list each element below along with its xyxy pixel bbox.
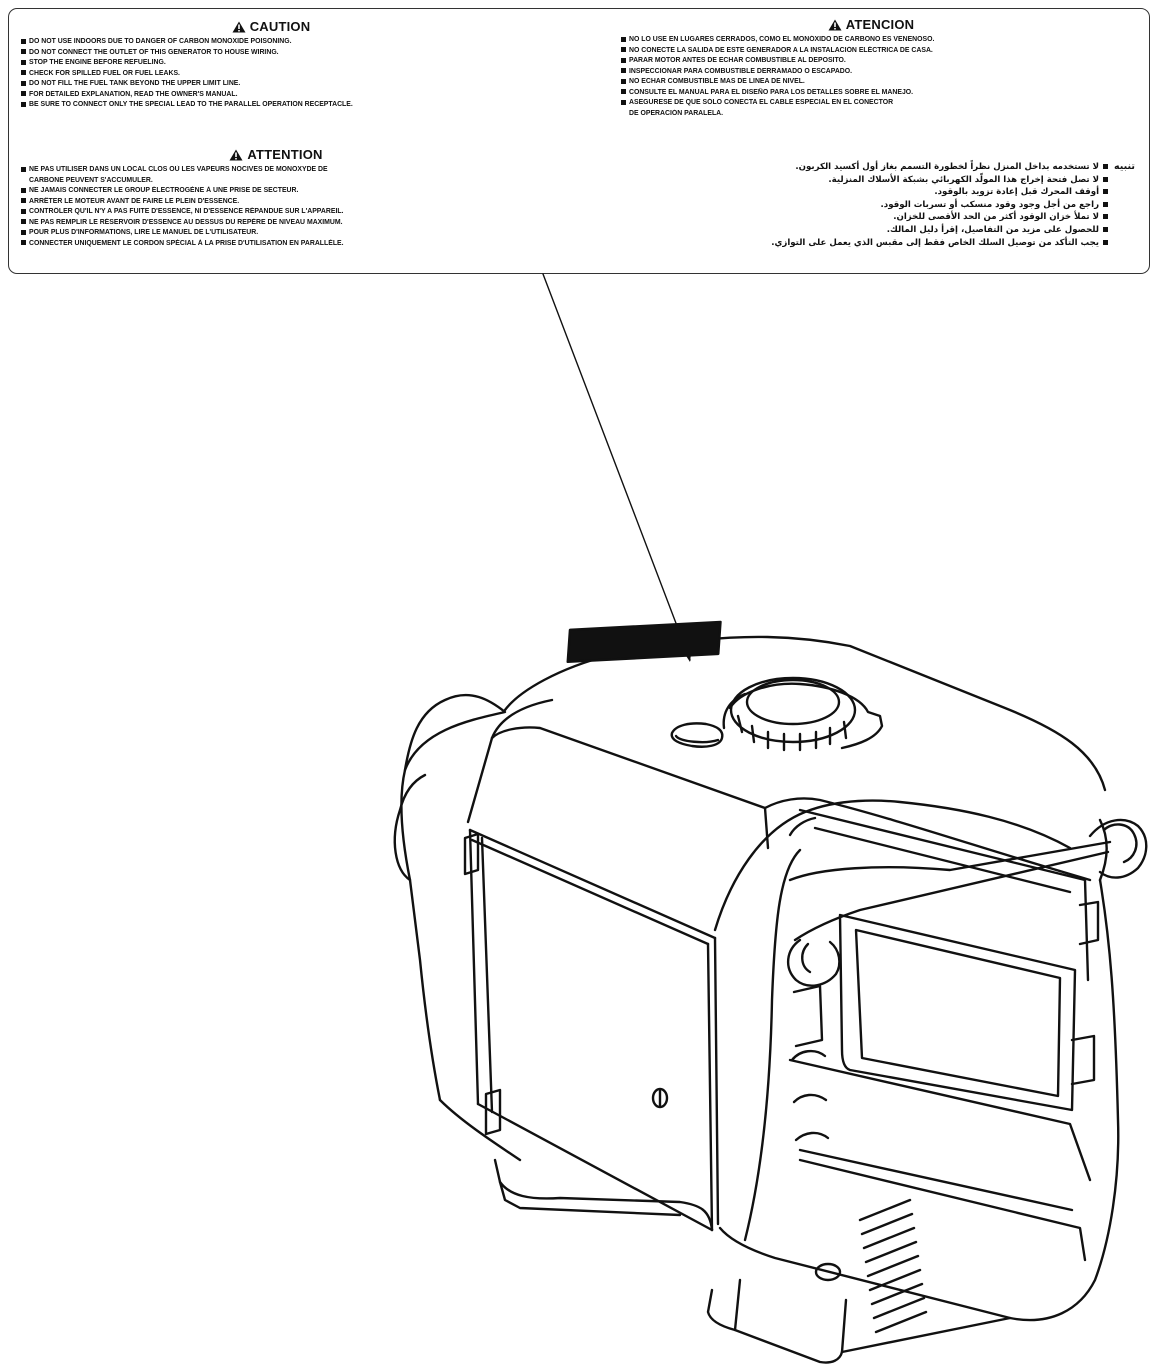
atencion-line: NO CONECTE LA SALIDA DE ESTE GENERADOR A…	[621, 46, 1141, 57]
caution-section: CAUTION DO NOT USE INDOORS DUE TO DANGER…	[21, 19, 541, 111]
caution-line: DO NOT USE INDOORS DUE TO DANGER OF CARB…	[21, 37, 541, 48]
caution-line: DO NOT CONNECT THE OUTLET OF THIS GENERA…	[21, 48, 541, 59]
warning-label-on-unit	[566, 620, 722, 664]
fuel-cap	[722, 676, 884, 752]
attention-line: NE PAS UTILISER DANS UN LOCAL CLOS OÙ LE…	[21, 165, 551, 176]
door-lock-icon	[651, 1087, 669, 1109]
arabic-line: للحصول على مزيد من التفاصيل، إقرأ دليل ا…	[771, 224, 1109, 237]
atencion-title: ATENCION	[845, 17, 915, 32]
arabic-line: راجع من أجل وجود وقود منسكب أو تسربات ال…	[771, 199, 1109, 212]
attention-line: NE PAS REMPLIR LE RÉSERVOIR D'ESSENCE AU…	[21, 218, 551, 229]
leader-arrowhead	[681, 646, 692, 662]
arabic-line: يجب التأكد من توصيل السلك الخاص فقط إلى …	[771, 237, 1109, 250]
arabic-line: أوقف المحرك قبل إعادة تزويد بالوقود.	[771, 186, 1109, 199]
atencion-line: ASEGURESE DE QUE SÓLO CONECTA EL CABLE E…	[621, 98, 1141, 109]
atencion-line: NO LO USE EN LUGARES CERRADOS, COMO EL M…	[621, 35, 1141, 46]
arabic-line: لا تصل فتحة إخراج هذا المولّد الكهربائي …	[771, 174, 1109, 187]
attention-line: CONTRÔLER QU'IL N'Y A PAS FUITE D'ESSENC…	[21, 207, 551, 218]
arabic-title: تنبيه	[1114, 161, 1135, 172]
atencion-line: CONSULTE EL MANUAL PARA EL DISEÑO PARA L…	[621, 88, 1141, 99]
attention-heading: ATTENTION	[21, 147, 531, 162]
caution-title: CAUTION	[249, 19, 311, 34]
atencion-line: NO ECHAR COMBUSTIBLE MAS DE LINEA DE NIV…	[621, 77, 1141, 88]
atencion-section: ATENCION NO LO USE EN LUGARES CERRADOS, …	[621, 17, 1141, 119]
exhaust-vent	[858, 1198, 928, 1334]
attention-line: NE JAMAIS CONNECTER LE GROUP ÉLECTROGÈNE…	[21, 186, 551, 197]
attention-line: CARBONE PEUVENT S'ACCUMULER.	[29, 176, 153, 184]
generator-body	[393, 635, 1148, 1364]
arabic-line: لا تستخدمه بداخل المنزل نظراً لخطورة الت…	[771, 161, 1109, 174]
attention-title: ATTENTION	[247, 147, 323, 162]
caution-line: DO NOT FILL THE FUEL TANK BEYOND THE UPP…	[21, 79, 541, 90]
attention-section: ATTENTION NE PAS UTILISER DANS UN LOCAL …	[21, 147, 551, 249]
caution-line: BE SURE TO CONNECT ONLY THE SPECIAL LEAD…	[21, 100, 541, 111]
caution-line: STOP THE ENGINE BEFORE REFUELING.	[21, 58, 541, 69]
attention-line: ARRÊTER LE MOTEUR AVANT DE FAIRE LE PLEI…	[21, 197, 551, 208]
caution-line: CHECK FOR SPILLED FUEL OR FUEL LEAKS.	[21, 69, 541, 80]
arabic-line: لا تملأ خزان الوقود أكثر من الحد الأقصى …	[771, 211, 1109, 224]
warning-triangle-icon	[828, 19, 842, 30]
atencion-line: PARAR MOTOR ANTES DE ECHAR COMBUSTIBLE A…	[621, 56, 1141, 67]
choke-knob	[670, 722, 724, 748]
attention-line: CONNECTER UNIQUEMENT LE CORDON SPÉCIAL À…	[21, 239, 551, 250]
leader-line	[542, 273, 691, 661]
atencion-line: INSPECCIONAR PARA COMBUSTIBLE DERRAMADO …	[621, 67, 1141, 78]
atencion-line: DE OPERACIÓN PARALELA.	[629, 109, 724, 117]
arabic-section: تنبيه لا تستخدمه بداخل المنزل نظراً لخطو…	[615, 161, 1135, 249]
warning-triangle-icon	[232, 21, 246, 32]
warning-label-panel: CAUTION DO NOT USE INDOORS DUE TO DANGER…	[8, 8, 1150, 274]
caution-line: FOR DETAILED EXPLANATION, READ THE OWNER…	[21, 90, 541, 101]
caution-heading: CAUTION	[21, 19, 521, 34]
warning-triangle-icon	[229, 149, 243, 160]
atencion-heading: ATENCION	[621, 17, 1121, 32]
attention-line: POUR PLUS D'INFORMATIONS, LIRE LE MANUEL…	[21, 228, 551, 239]
